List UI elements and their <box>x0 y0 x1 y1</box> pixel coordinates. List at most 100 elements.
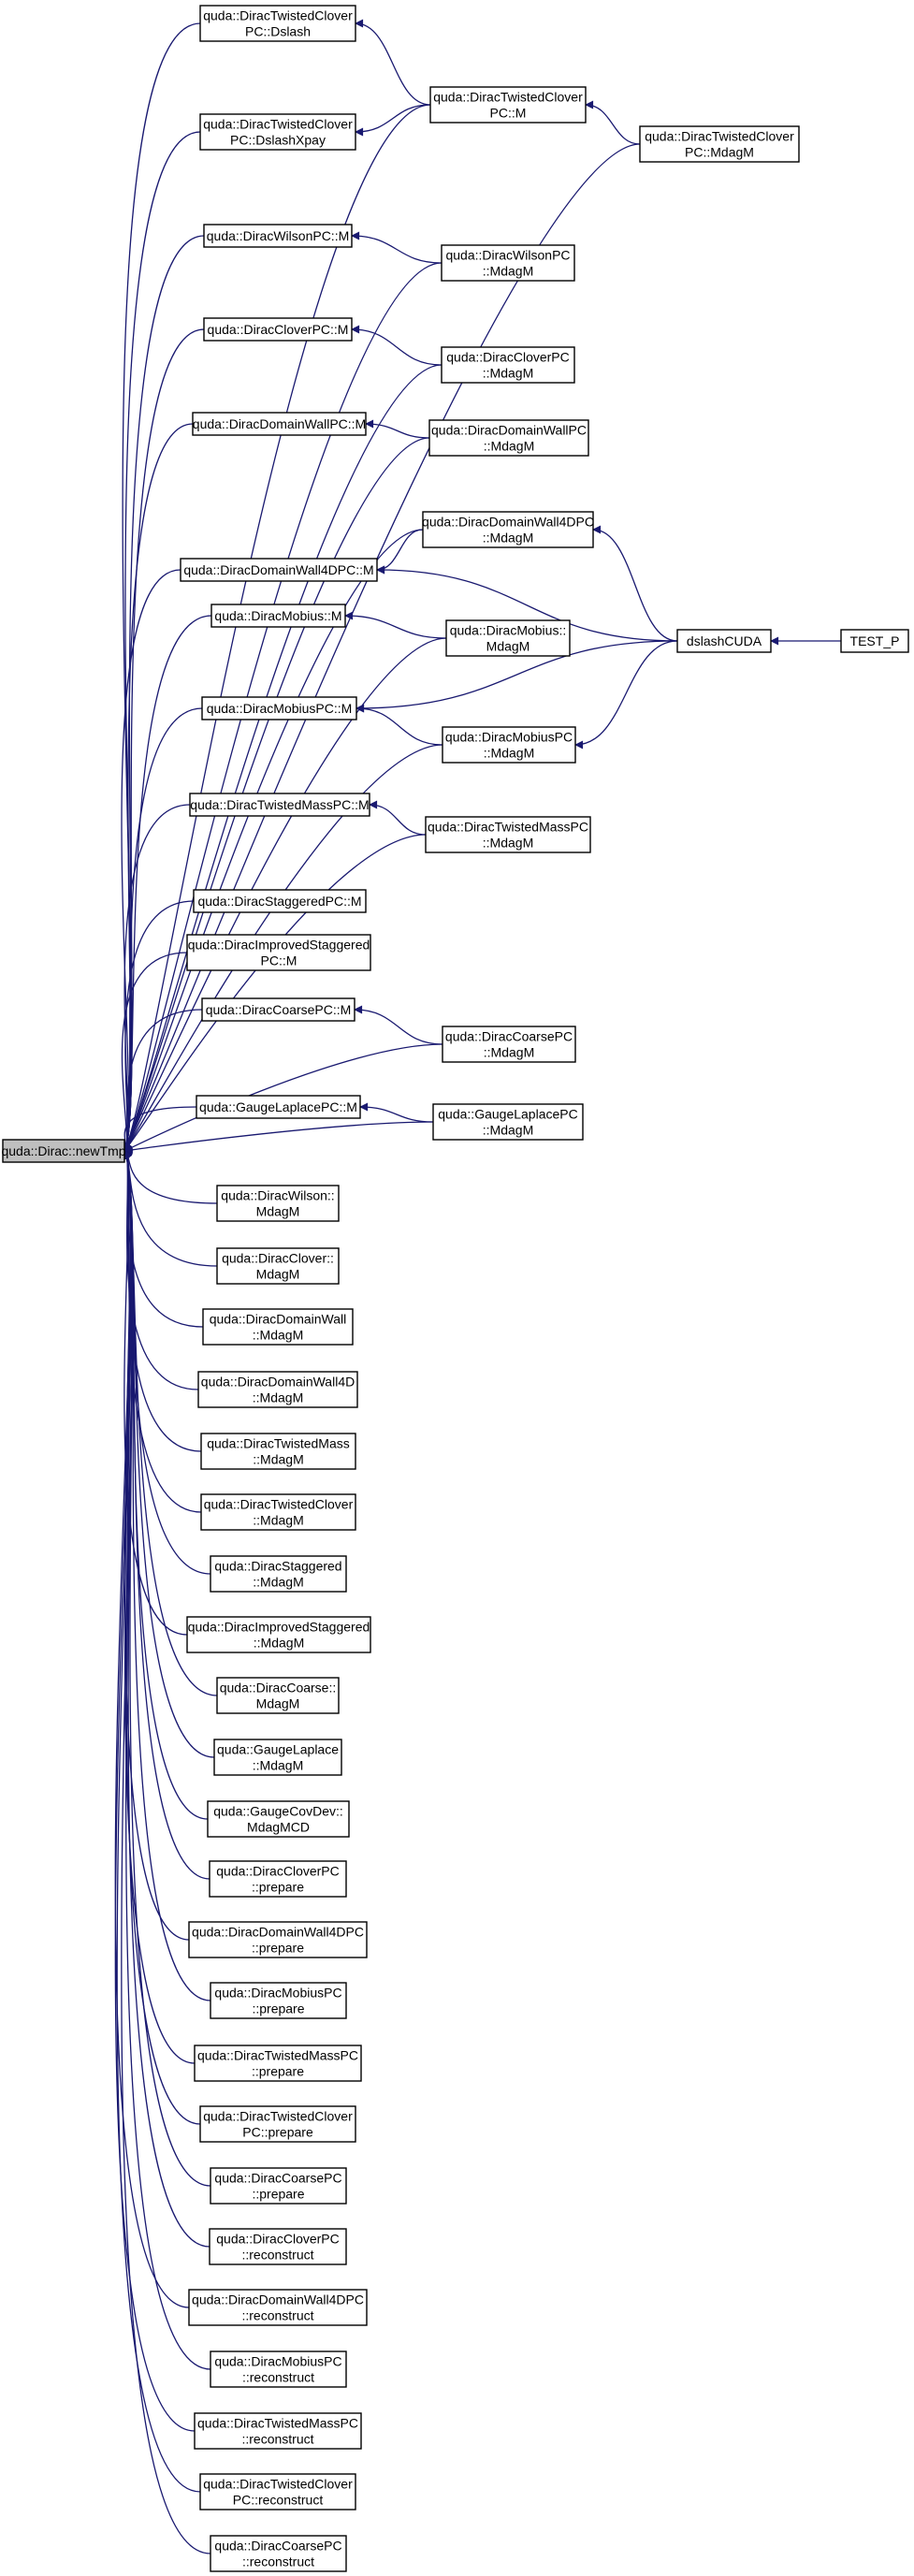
node-mobpc_rec[interactable]: quda::DiracMobiusPC::reconstruct <box>210 2350 347 2388</box>
edge-dslashcuda-to-mobpc_m <box>355 640 678 713</box>
node-box <box>216 1247 340 1285</box>
node-dwall_mdagm[interactable]: quda::DiracDomainWall::MdagM <box>202 1308 354 1346</box>
node-label: quda::DiracTwistedMassPC <box>197 2416 358 2431</box>
node-test_p[interactable]: TEST_P <box>840 629 909 653</box>
node-clover_m[interactable]: quda::DiracCloverPC::M <box>203 317 353 342</box>
nodes: quda::Dirac::newTmpquda::DiracTwistedClo… <box>1 5 909 2572</box>
node-stag_m[interactable]: quda::DiracStaggeredPC::M <box>193 889 367 913</box>
node-box <box>432 1103 584 1141</box>
edge-mob_mdagm-to-mob_m <box>344 611 447 639</box>
node-wilson_mdagm[interactable]: quda::DiracWilsonPC::MdagM <box>441 244 575 282</box>
node-tclov_mdagm[interactable]: quda::DiracTwistedClover::MdagM <box>200 1493 356 1531</box>
node-box <box>203 317 353 342</box>
node-dw_mdagm[interactable]: quda::DiracDomainWallPC::MdagM <box>428 419 589 457</box>
node-label: quda::DiracWilsonPC::M <box>207 228 350 243</box>
edge-istagg_mdagm-to-newTmp <box>123 1150 188 1636</box>
node-coarse2_mdagm[interactable]: quda::DiracCoarse::MdagM <box>216 1677 340 1714</box>
node-mob_mdagm[interactable]: quda::DiracMobius::MdagM <box>445 619 571 657</box>
node-wilson_m[interactable]: quda::DiracWilsonPC::M <box>203 224 353 248</box>
edge-dslashcuda-to-dw4_mdagm <box>592 525 678 642</box>
node-tmpc_rec[interactable]: quda::DiracTwistedMassPC::reconstruct <box>194 2412 362 2450</box>
node-clpc_rec[interactable]: quda::DiracCloverPC::reconstruct <box>209 2228 347 2265</box>
node-w_mdagm[interactable]: quda::DiracWilson::MdagM <box>216 1185 340 1222</box>
node-clpc_prep[interactable]: quda::DiracCloverPC::prepare <box>209 1860 347 1898</box>
node-clover_mdagm[interactable]: quda::DiracCloverPC::MdagM <box>441 346 575 384</box>
node-tmpc_prep[interactable]: quda::DiracTwistedMassPC::prepare <box>194 2045 362 2082</box>
node-box <box>210 1982 347 2019</box>
node-box <box>201 696 357 720</box>
node-label: ::prepare <box>252 1941 304 1956</box>
edge-tc_dslash-to-newTmp <box>122 22 201 1152</box>
node-mobpc_m[interactable]: quda::DiracMobiusPC::M <box>201 696 357 720</box>
node-cpc_prep[interactable]: quda::DiracCoarsePC::prepare <box>210 2167 347 2205</box>
node-c_mdagm[interactable]: quda::DiracClover::MdagM <box>216 1247 340 1285</box>
edge-mobpc_mdagm-to-mobpc_m <box>355 704 443 746</box>
node-mobpc_mdagm[interactable]: quda::DiracMobiusPC::MdagM <box>442 726 576 764</box>
node-label: ::MdagM <box>484 1045 534 1060</box>
node-label: quda::DiracMobius:: <box>450 623 567 638</box>
edge-wilson_mdagm-to-newTmp <box>123 262 442 1152</box>
node-coarse_m[interactable]: quda::DiracCoarsePC::M <box>201 997 355 1022</box>
node-stagg_mdagm[interactable]: quda::DiracStaggered::MdagM <box>210 1555 347 1593</box>
node-gl_mdagm[interactable]: quda::GaugeLaplacePC::MdagM <box>432 1103 584 1141</box>
node-label: PC::prepare <box>242 2125 313 2140</box>
node-newTmp[interactable]: quda::Dirac::newTmp <box>1 1139 126 1163</box>
node-box <box>639 125 800 163</box>
node-box <box>429 86 587 124</box>
node-dw_m[interactable]: quda::DiracDomainWallPC::M <box>192 412 367 436</box>
node-dw4_m[interactable]: quda::DiracDomainWall4DPC::M <box>180 558 378 582</box>
edge-dw_mdagm-to-newTmp <box>123 437 430 1152</box>
edge-tc_mdagm-to-tc_m <box>585 100 641 145</box>
node-label: TEST_P <box>850 633 900 648</box>
edge-gl_mdagm-to-gl_m <box>359 1102 434 1123</box>
node-label: ::reconstruct <box>242 2554 314 2569</box>
node-label: ::MdagM <box>483 1123 533 1138</box>
edge-tm_mdagm-to-newTmp <box>123 834 427 1152</box>
node-label: ::prepare <box>252 1880 304 1895</box>
node-box <box>201 997 355 1022</box>
node-coarse_mdagm[interactable]: quda::DiracCoarsePC::MdagM <box>442 1026 576 1063</box>
node-label: dslashCUDA <box>687 633 762 648</box>
node-dwall4d_mdagm[interactable]: quda::DiracDomainWall4D::MdagM <box>197 1371 358 1408</box>
edge-c_mdagm-to-newTmp <box>123 1150 218 1267</box>
node-gcov_mdagmcd[interactable]: quda::GaugeCovDev::MdagMCD <box>207 1800 350 1838</box>
node-box <box>422 511 594 548</box>
node-label: ::MdagM <box>253 1328 303 1343</box>
node-istagg_mdagm[interactable]: quda::DiracImprovedStaggered::MdagM <box>186 1616 371 1653</box>
node-label: quda::DiracCloverPC <box>216 1864 340 1879</box>
node-box <box>203 224 353 248</box>
node-label: MdagMCD <box>247 1820 310 1835</box>
node-gl_m[interactable]: quda::GaugeLaplacePC::M <box>196 1095 361 1119</box>
edge-tcpc_rec-to-newTmp <box>116 1150 201 2493</box>
node-mobpc_prep[interactable]: quda::DiracMobiusPC::prepare <box>210 1982 347 2019</box>
node-label: quda::DiracTwistedClover <box>203 8 353 23</box>
node-cpc_rec[interactable]: quda::DiracCoarsePC::reconstruct <box>210 2535 347 2572</box>
edge-dw_m-to-newTmp <box>123 423 194 1152</box>
node-label: quda::DiracDomainWall <box>210 1312 347 1327</box>
edge-clover_mdagm-to-newTmp <box>123 364 442 1152</box>
node-box <box>202 1308 354 1346</box>
node-tm_mdagm[interactable]: quda::DiracTwistedMassPC::MdagM <box>425 816 591 853</box>
node-dw4pc_rec[interactable]: quda::DiracDomainWall4DPC::reconstruct <box>188 2289 368 2326</box>
node-tm_m[interactable]: quda::DiracTwistedMassPC::M <box>189 793 370 817</box>
node-label: quda::GaugeCovDev:: <box>213 1804 343 1819</box>
node-dw4pc_prep[interactable]: quda::DiracDomainWall4DPC::prepare <box>188 1921 368 1958</box>
node-tmass_mdagm[interactable]: quda::DiracTwistedMass::MdagM <box>200 1433 356 1470</box>
node-dw4_mdagm[interactable]: quda::DiracDomainWall4DPC::MdagM <box>422 511 594 548</box>
node-label: quda::DiracMobiusPC <box>445 730 573 745</box>
node-box <box>2 1139 125 1163</box>
edge-w_mdagm-to-newTmp <box>123 1148 218 1204</box>
node-box <box>441 346 575 384</box>
node-glap_mdagm[interactable]: quda::GaugeLaplace::MdagM <box>213 1739 342 1776</box>
node-box <box>186 934 371 971</box>
node-dslashcuda[interactable]: dslashCUDA <box>676 629 772 653</box>
node-mob_m[interactable]: quda::DiracMobius::M <box>210 604 346 628</box>
node-label: PC::DslashXpay <box>230 133 326 148</box>
